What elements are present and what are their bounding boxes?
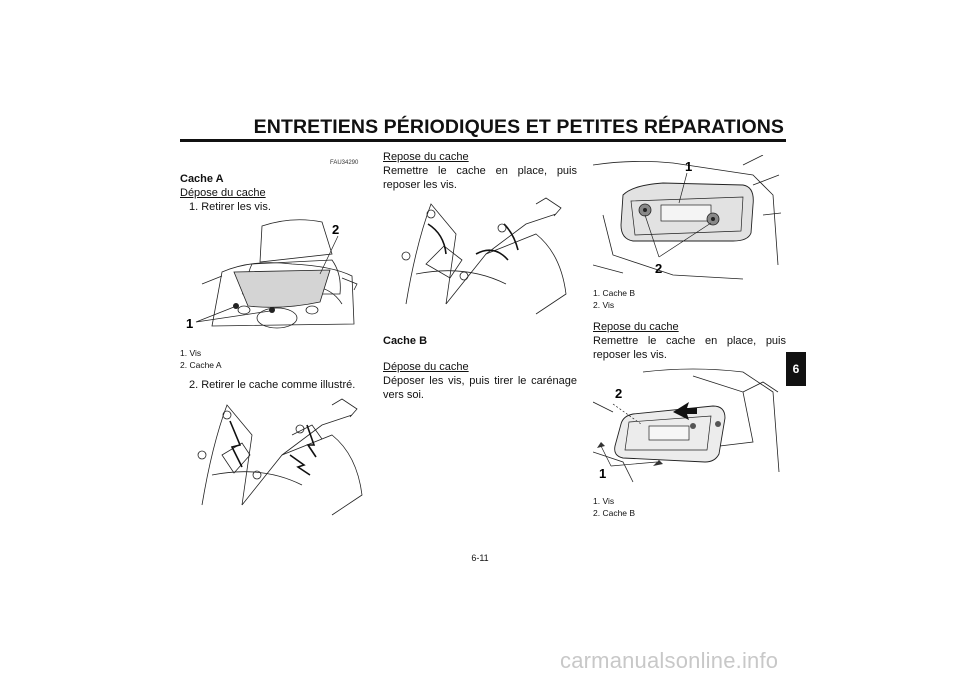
- step-2: 2. Retirer le cache comme illustré.: [189, 379, 356, 391]
- chapter-tab: 6: [786, 352, 806, 386]
- cache-a-pulloff-illustration: [197, 398, 363, 516]
- step-1: 1. Retirer les vis.: [189, 201, 271, 213]
- cache-b-reinstall-illustration: 2 1: [593, 368, 780, 483]
- fig4-caption-1: 1. Vis: [593, 496, 615, 506]
- fig1-callout-2: 2: [332, 222, 339, 237]
- page-title: ENTRETIENS PÉRIODIQUES ET PETITES RÉPARA…: [253, 116, 784, 138]
- page-number: 6-11: [471, 553, 489, 563]
- fig3-callout-2: 2: [655, 261, 662, 276]
- watermark: carmanualsonline.info: [560, 648, 779, 673]
- fig1-caption-2: 2. Cache A: [180, 360, 222, 370]
- repose-a-text: Remettre le cache en place, puis reposer…: [383, 165, 577, 191]
- header-rule: [180, 139, 786, 142]
- cache-a-heading: Cache A: [180, 173, 224, 185]
- fig3-caption-2: 2. Vis: [593, 300, 615, 310]
- section-code: FAU34290: [330, 160, 359, 166]
- fig1-caption-1: 1. Vis: [180, 348, 202, 358]
- cache-a-reinstall-illustration: [401, 197, 567, 315]
- repose-a-subheading: Repose du cache: [383, 151, 469, 163]
- repose-b-text: Remettre le cache en place, puis reposer…: [593, 335, 786, 361]
- cache-a-removal-illustration: 1 2: [186, 219, 358, 331]
- cache-b-removal-illustration: 1 2: [593, 155, 782, 280]
- depose-b-subheading: Dépose du cache: [383, 361, 469, 373]
- fig4-caption-2: 2. Cache B: [593, 508, 636, 518]
- fig1-callout-1: 1: [186, 316, 193, 331]
- depose-b-text: Déposer les vis, puis tirer le carénage …: [383, 375, 577, 401]
- fig4-callout-1: 1: [599, 466, 606, 481]
- fig3-caption-1: 1. Cache B: [593, 288, 636, 298]
- depose-a-subheading: Dépose du cache: [180, 187, 266, 199]
- fig4-callout-2: 2: [615, 386, 622, 401]
- repose-b-subheading: Repose du cache: [593, 321, 679, 333]
- cache-b-heading: Cache B: [383, 335, 428, 347]
- fig3-callout-1: 1: [685, 159, 692, 174]
